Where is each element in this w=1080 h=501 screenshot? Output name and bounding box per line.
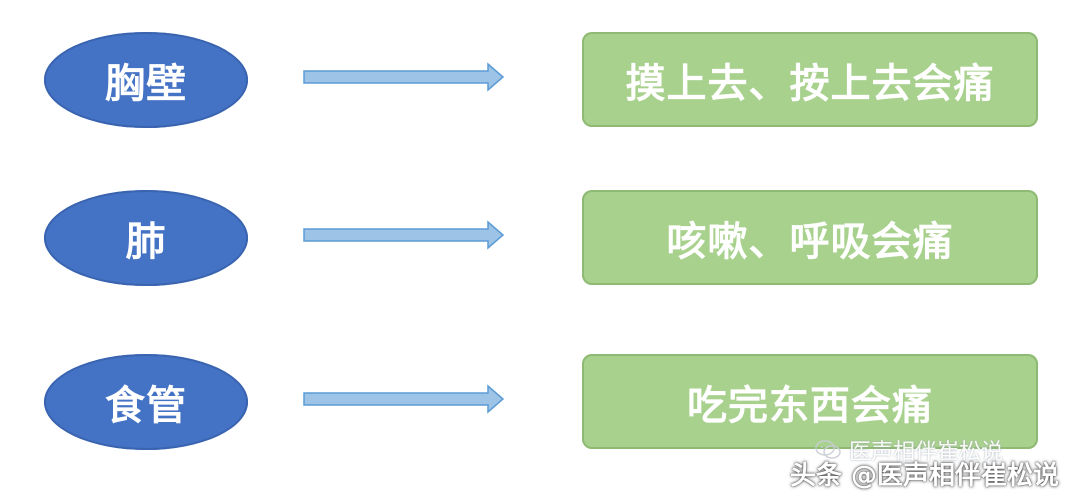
watermark-text: 医声相伴崔松说 (849, 440, 1004, 465)
result-box: 摸上去、按上去会痛 (582, 32, 1038, 127)
watermark: 医声相伴崔松说 (815, 435, 1055, 465)
wechat-icon (815, 440, 841, 459)
source-ellipse: 肺 (44, 190, 248, 286)
diagram-row: 肺 咳嗽、呼吸会痛 (0, 188, 1080, 288)
result-box: 咳嗽、呼吸会痛 (582, 190, 1038, 285)
right-arrow-icon (303, 384, 505, 414)
right-arrow-icon (303, 220, 505, 250)
source-ellipse: 胸壁 (44, 32, 248, 128)
source-ellipse: 食管 (44, 354, 248, 450)
diagram-row: 胸壁 摸上去、按上去会痛 (0, 30, 1080, 130)
result-box: 吃完东西会痛 (582, 354, 1038, 449)
credit-text: 头条 @医声相伴崔松说 (790, 461, 1060, 491)
diagram-row: 食管 吃完东西会痛 (0, 352, 1080, 452)
right-arrow-icon (303, 62, 505, 92)
